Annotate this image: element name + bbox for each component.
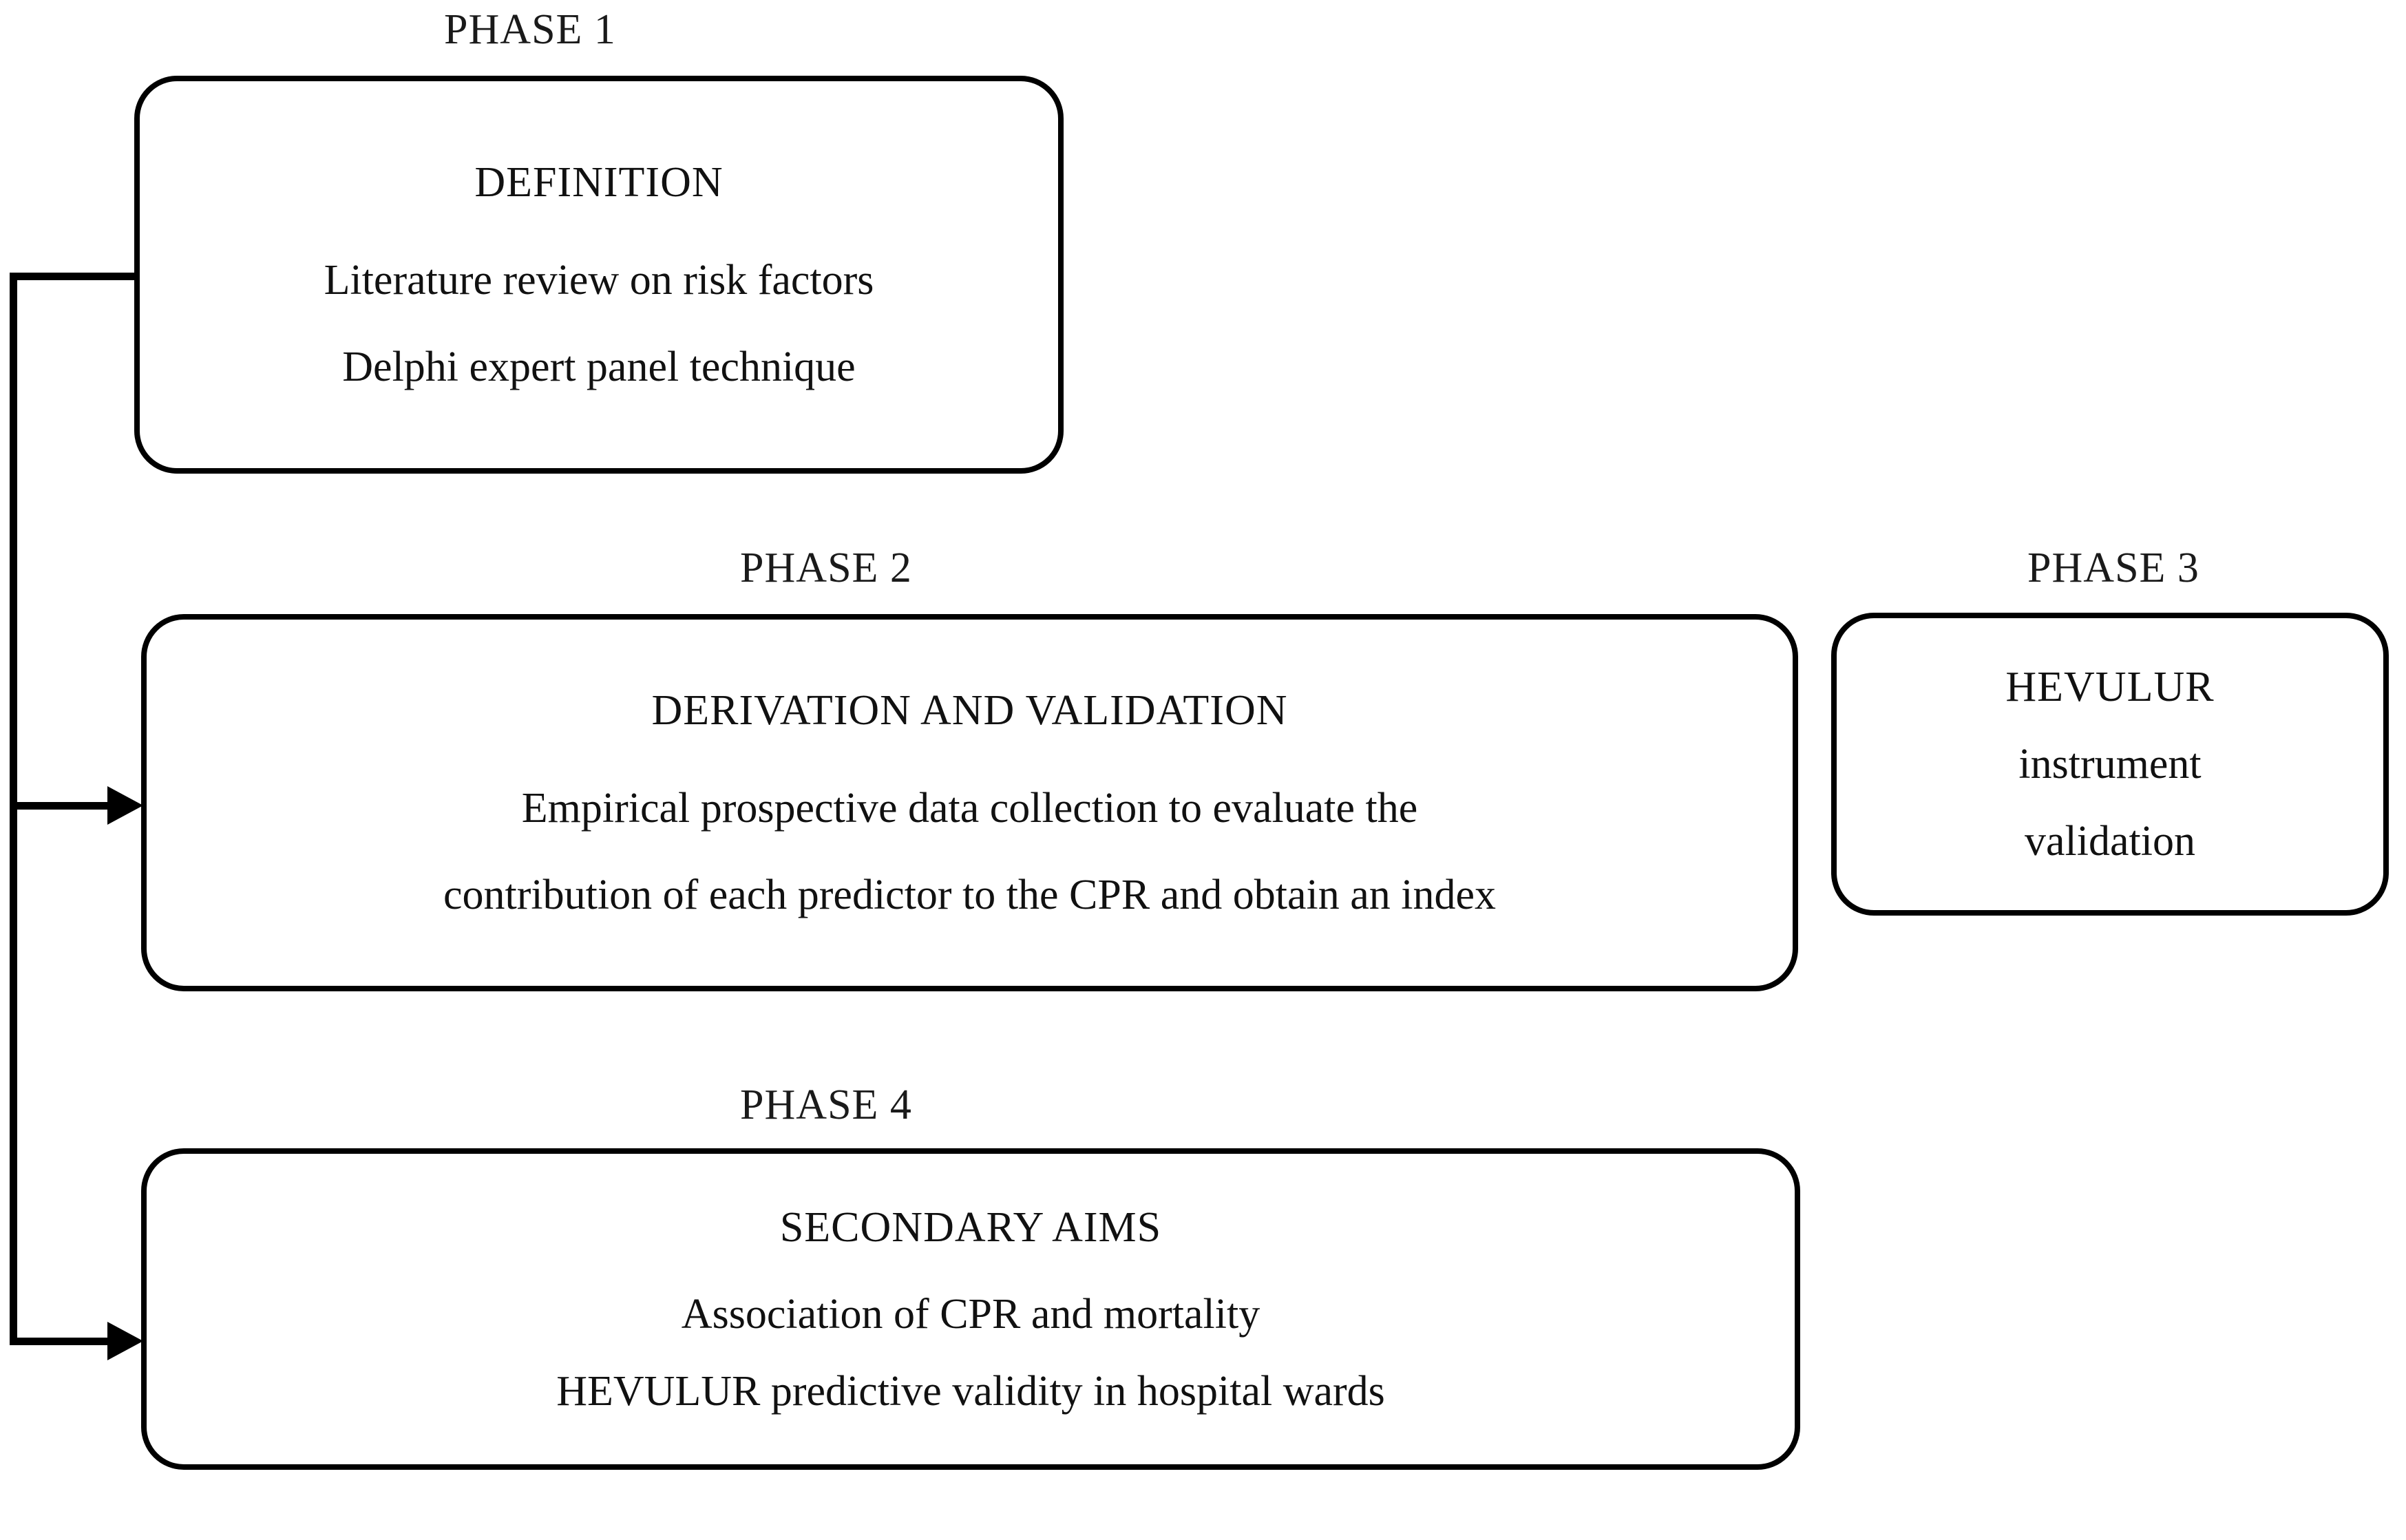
phase-4-label: PHASE 4	[740, 1082, 912, 1128]
connector-branch-to-phase-4	[10, 1338, 113, 1345]
phase-3-title: HEVULUR	[2005, 664, 2215, 710]
phase-1-title: DEFINITION	[474, 159, 724, 206]
phase-2-line-1: Empirical prospective data collection to…	[521, 785, 1418, 832]
phase-2-label: PHASE 2	[740, 545, 912, 591]
phase-4-title: SECONDARY AIMS	[779, 1203, 1162, 1251]
phase-3-line-1: instrument	[2018, 741, 2202, 788]
phase-3-label: PHASE 3	[2027, 545, 2199, 591]
phase-3-line-2: validation	[2025, 818, 2195, 865]
phase-1-line-1: Literature review on risk factors	[324, 257, 874, 304]
phase-4-line-2: HEVULUR predictive validity in hospital …	[556, 1367, 1385, 1415]
arrow-head-phase-2	[107, 786, 143, 825]
phase-1-label: PHASE 1	[444, 6, 616, 53]
phase-2-line-2: contribution of each predictor to the CP…	[443, 872, 1496, 918]
phase-1-line-2: Delphi expert panel technique	[342, 344, 856, 390]
phase-1-box[interactable]: DEFINITION Literature review on risk fac…	[134, 76, 1064, 474]
connector-branch-to-phase-2	[10, 802, 113, 810]
phase-4-box[interactable]: SECONDARY AIMS Association of CPR and mo…	[141, 1148, 1800, 1470]
phase-3-box[interactable]: HEVULUR instrument validation	[1831, 613, 2389, 916]
arrow-head-phase-4	[107, 1322, 143, 1360]
phase-2-box[interactable]: DERIVATION AND VALIDATION Empirical pros…	[141, 614, 1798, 991]
phase-2-title: DERIVATION AND VALIDATION	[651, 687, 1288, 734]
connector-branch-to-phase-1	[10, 273, 145, 280]
phase-4-line-1: Association of CPR and mortality	[681, 1290, 1260, 1338]
